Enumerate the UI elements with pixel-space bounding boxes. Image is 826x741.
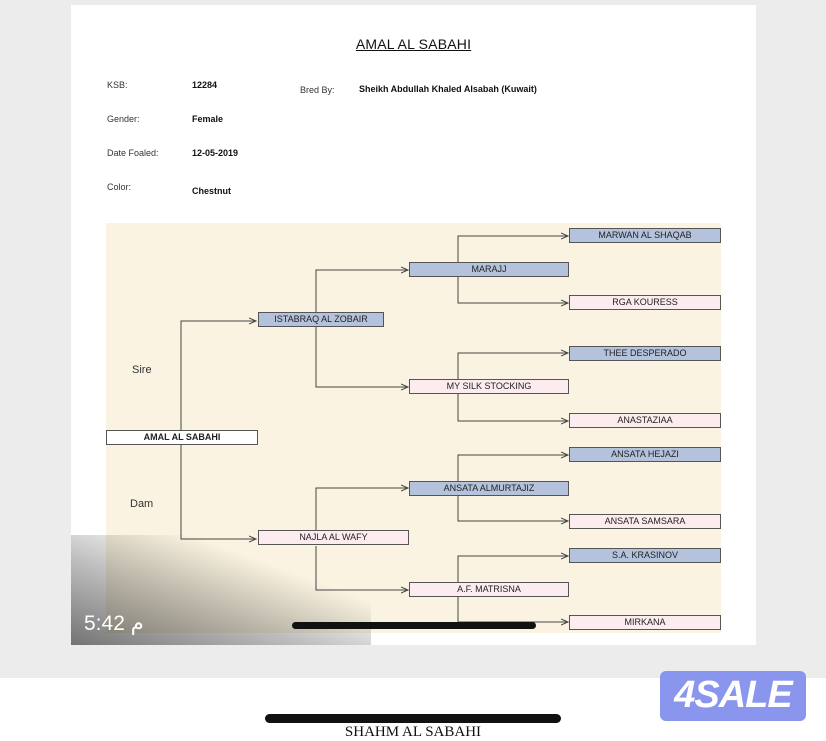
dam-label: Dam	[130, 498, 154, 510]
ksb-value: 12284	[192, 80, 218, 90]
date-foaled-value: 12-05-2019	[192, 148, 239, 158]
document-title: AMAL AL SABAHI	[355, 36, 472, 52]
secondary-progress-bar[interactable]	[265, 714, 561, 723]
bottom-caption: SHAHM AL SABAHI	[344, 724, 482, 740]
bred-by-value: Sheikh Abdullah Khaled Alsabah (Kuwait)	[359, 84, 537, 94]
great-grandparent-box: S.A. KRASINOV	[569, 548, 721, 563]
horse-box: AMAL AL SABAHI	[106, 430, 258, 445]
ksb-label: KSB:	[107, 80, 128, 90]
color-value: Chestnut	[192, 186, 231, 196]
video-progress-bar[interactable]	[292, 622, 536, 629]
brand-logo-text: 4SALE	[674, 674, 792, 716]
gender-value: Female	[192, 114, 224, 124]
color-label: Color:	[107, 182, 132, 192]
great-grandparent-box: THEE DESPERADO	[569, 346, 721, 361]
grandparent-box: ANSATA ALMURTAJIZ	[409, 481, 569, 496]
bred-by-label: Bred By:	[300, 85, 335, 95]
great-grandparent-box: ANSATA HEJAZI	[569, 447, 721, 462]
video-timestamp: 5:42 م	[84, 612, 144, 635]
date-foaled-label: Date Foaled:	[107, 148, 159, 158]
grandparent-box: A.F. MATRISNA	[409, 582, 569, 597]
great-grandparent-box: MARWAN AL SHAQAB	[569, 228, 721, 243]
great-grandparent-box: RGA KOURESS	[569, 295, 721, 310]
sire-box: ISTABRAQ AL ZOBAIR	[258, 312, 384, 327]
pedigree-document: AMAL AL SABAHI KSB: 12284 Gender: Female…	[71, 5, 756, 645]
brand-logo: 4SALE	[660, 671, 806, 721]
great-grandparent-box: ANASTAZIAA	[569, 413, 721, 428]
gender-label: Gender:	[107, 114, 140, 124]
great-grandparent-box: MIRKANA	[569, 615, 721, 630]
grandparent-box: MY SILK STOCKING	[409, 379, 569, 394]
sire-label: Sire	[132, 364, 152, 376]
great-grandparent-box: ANSATA SAMSARA	[569, 514, 721, 529]
grandparent-box: MARAJJ	[409, 262, 569, 277]
